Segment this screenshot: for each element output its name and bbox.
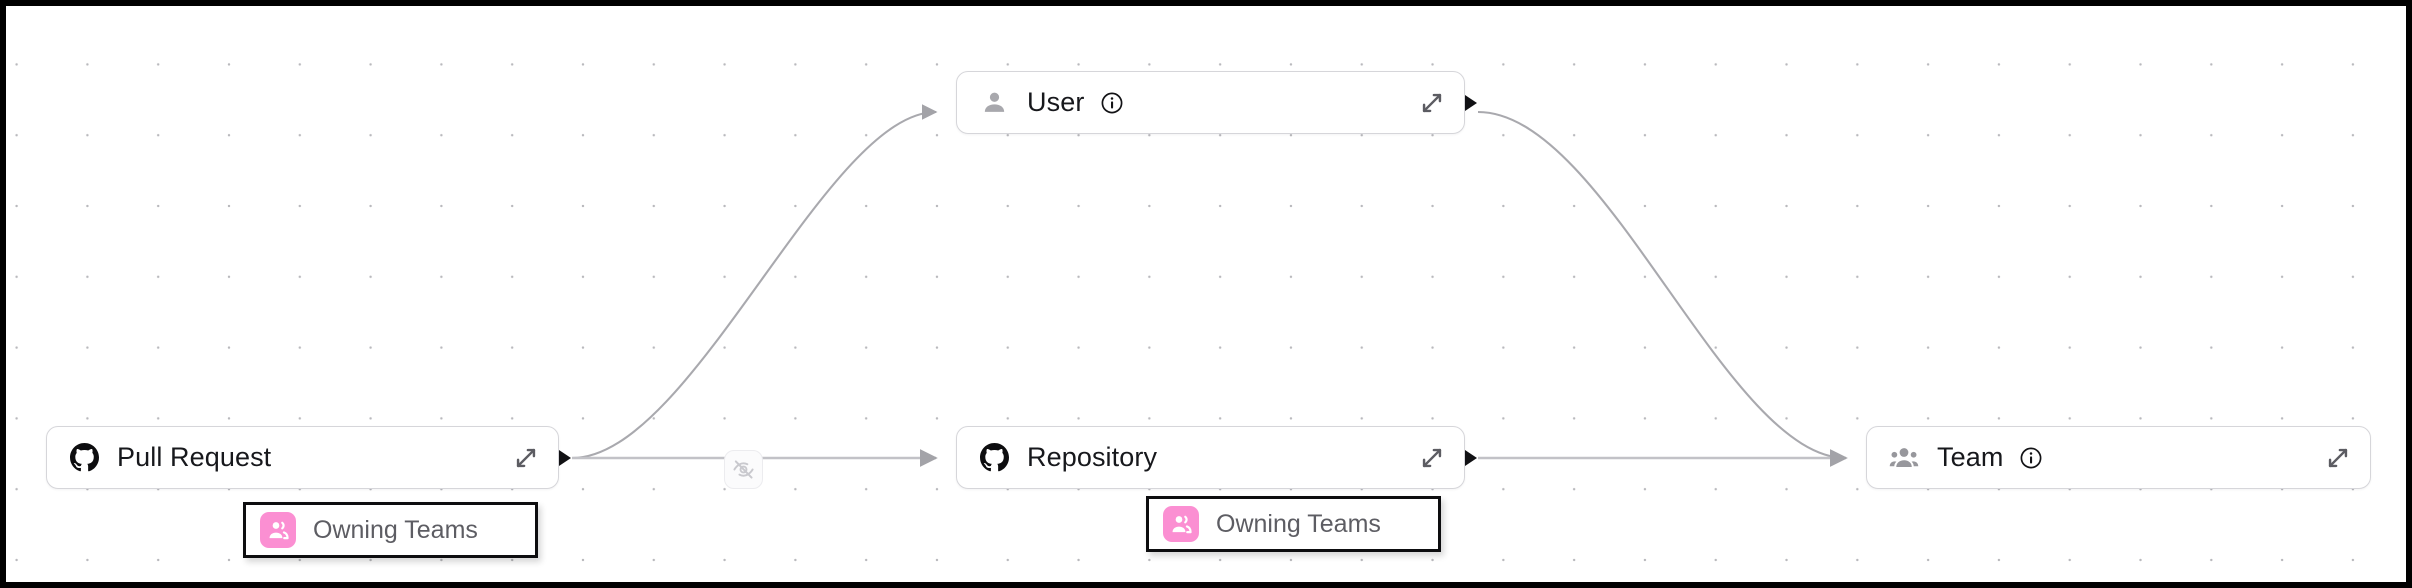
node-source-handle[interactable]: [1465, 94, 1477, 111]
eye-off-icon: [733, 460, 754, 479]
people-group-icon: [1163, 506, 1199, 542]
node-repository[interactable]: Repository: [956, 426, 1477, 489]
github-icon: [979, 443, 1009, 473]
owning-teams-chip-repository[interactable]: Owning Teams: [1146, 496, 1441, 552]
edge-hidden-badge[interactable]: [724, 450, 763, 489]
node-label: Team: [1937, 442, 2004, 472]
expand-diagonal-icon[interactable]: [2323, 443, 2352, 472]
expand-diagonal-icon[interactable]: [1417, 88, 1446, 117]
owning-teams-label: Owning Teams: [1216, 509, 1381, 538]
node-pull-request[interactable]: Pull Request: [46, 426, 571, 489]
owning-teams-label: Owning Teams: [313, 515, 478, 544]
node-source-handle[interactable]: [559, 449, 571, 466]
expand-diagonal-icon[interactable]: [1417, 443, 1446, 472]
info-circle-icon[interactable]: [1099, 90, 1124, 115]
node-user[interactable]: User: [956, 71, 1477, 134]
node-label: User: [1027, 87, 1085, 117]
node-label: Pull Request: [117, 442, 272, 472]
owning-teams-chip-pull-request[interactable]: Owning Teams: [243, 502, 538, 558]
node-label: Repository: [1027, 442, 1158, 472]
github-icon: [69, 443, 99, 473]
person-icon: [979, 88, 1009, 118]
node-source-handle[interactable]: [1465, 449, 1477, 466]
info-circle-icon[interactable]: [2018, 445, 2043, 470]
node-team[interactable]: Team: [1866, 426, 2371, 489]
people-group-icon: [1889, 443, 1919, 473]
people-group-icon: [260, 512, 296, 548]
expand-diagonal-icon[interactable]: [511, 443, 540, 472]
